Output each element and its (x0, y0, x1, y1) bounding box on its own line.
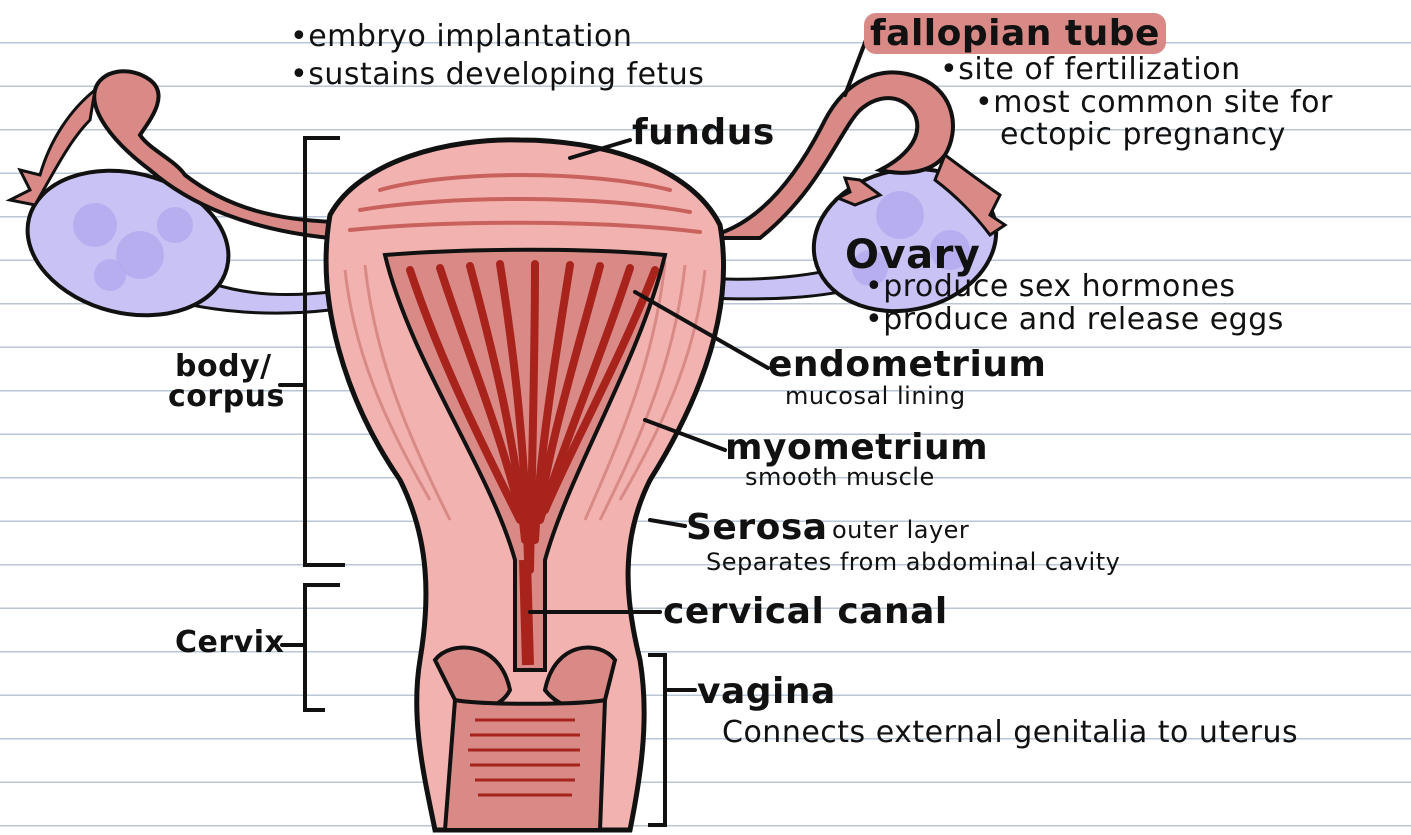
ovary-note-1: •produce sex hormones (865, 272, 1236, 302)
fallopian-note-2: •most common site for (975, 88, 1333, 118)
fallopian-note-3: ectopic pregnancy (1000, 120, 1286, 150)
corpus-label: corpus (168, 382, 285, 412)
vagina-bracket (648, 655, 665, 825)
cervix-bracket (305, 585, 340, 710)
fallopian-note-1: •site of fertilization (940, 55, 1241, 85)
cervix-label: Cervix (175, 628, 284, 658)
myometrium-note: smooth muscle (745, 465, 935, 489)
cervical-canal-label: cervical canal (663, 594, 948, 630)
fallopian-tube-title: fallopian tube (864, 16, 1166, 52)
endometrium-note: mucosal lining (785, 384, 966, 408)
uterus-function-1: •embryo implantation (290, 22, 632, 52)
serosa-leader (650, 520, 685, 526)
ovary-note-2: •produce and release eggs (865, 305, 1284, 335)
vagina-title: vagina (697, 674, 836, 710)
myometrium-title: myometrium (725, 430, 988, 466)
vagina-note: Connects external genitalia to uterus (722, 718, 1298, 748)
body-label: body/ (175, 352, 272, 382)
fallopian-tube-text: fallopian tube (864, 13, 1166, 54)
serosa-note-1: outer layer (832, 518, 969, 542)
uterus-function-2: •sustains developing fetus (290, 60, 704, 90)
serosa-title: Serosa (686, 510, 828, 546)
serosa-note-2: Separates from abdominal cavity (706, 550, 1120, 574)
cervical-canal-channel (525, 560, 528, 665)
endometrium-title: endometrium (768, 347, 1046, 383)
fundus-label: fundus (632, 115, 775, 151)
